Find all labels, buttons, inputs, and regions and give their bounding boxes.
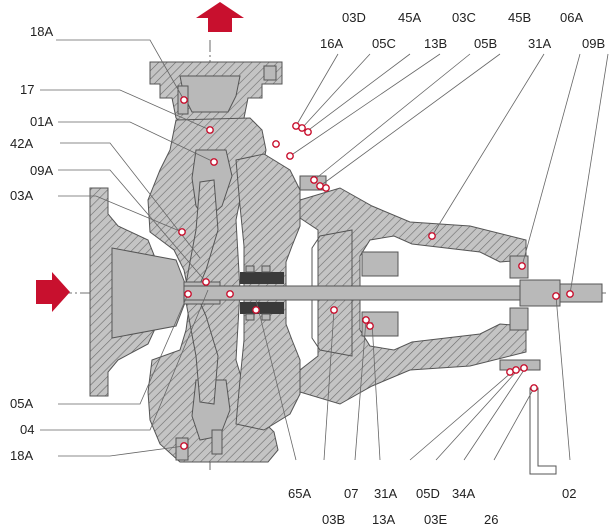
label-01A: 01A bbox=[30, 114, 53, 129]
label-45B: 45B bbox=[508, 10, 531, 25]
label-05C: 05C bbox=[372, 36, 396, 51]
label-09B: 09B bbox=[582, 36, 605, 51]
label-65A: 65A bbox=[288, 486, 311, 501]
label-05D: 05D bbox=[416, 486, 440, 501]
label-03E: 03E bbox=[424, 512, 447, 527]
mechanical-seal bbox=[240, 265, 284, 321]
label-13A: 13A bbox=[372, 512, 395, 527]
label-03C: 03C bbox=[452, 10, 476, 25]
label-31A: 31A bbox=[528, 36, 551, 51]
label-05A: 05A bbox=[10, 396, 33, 411]
label-34A: 34A bbox=[452, 486, 475, 501]
label-16A: 16A bbox=[320, 36, 343, 51]
label-04: 04 bbox=[20, 422, 34, 437]
label-05B: 05B bbox=[474, 36, 497, 51]
callout-markers bbox=[178, 96, 574, 450]
suction-flow-arrow bbox=[36, 272, 70, 312]
leader-lines bbox=[40, 39, 609, 461]
label-06A: 06A bbox=[560, 10, 583, 25]
label-09A: 09A bbox=[30, 163, 53, 178]
label-03B: 03B bbox=[322, 512, 345, 527]
label-17: 17 bbox=[20, 82, 34, 97]
label-03A: 03A bbox=[10, 188, 33, 203]
label-45A: 45A bbox=[398, 10, 421, 25]
label-26: 26 bbox=[484, 512, 498, 527]
label-03D: 03D bbox=[342, 10, 366, 25]
part-labels: 03D 45A 03C 45B 06A 16A 05C 13B 05B 31A … bbox=[10, 10, 605, 527]
label-18A-top: 18A bbox=[30, 24, 53, 39]
label-42A: 42A bbox=[10, 136, 33, 151]
support-foot bbox=[529, 387, 557, 475]
label-07: 07 bbox=[344, 486, 358, 501]
discharge-flow-arrow bbox=[196, 2, 244, 32]
label-13B: 13B bbox=[424, 36, 447, 51]
label-02: 02 bbox=[562, 486, 576, 501]
suction-flange bbox=[89, 187, 187, 397]
label-31A-bottom: 31A bbox=[374, 486, 397, 501]
label-18A-bottom: 18A bbox=[10, 448, 33, 463]
